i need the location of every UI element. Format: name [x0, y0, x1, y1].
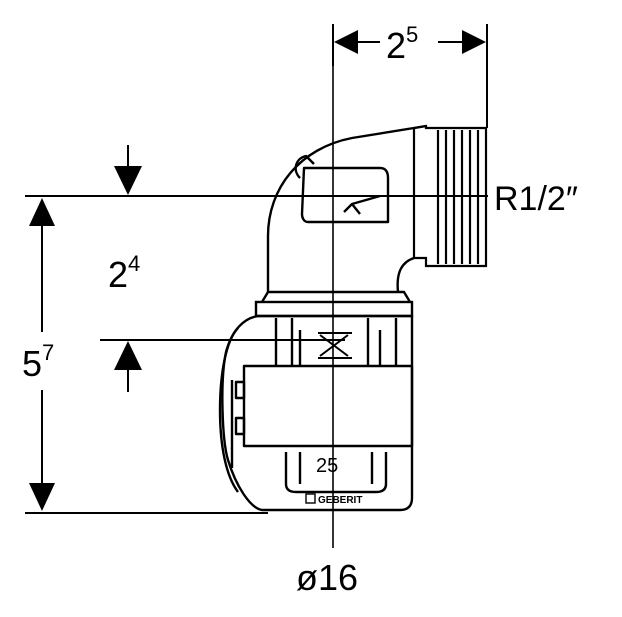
dim-top-width: 25 [386, 22, 418, 66]
press-sleeve-band [242, 364, 414, 448]
size-marking: 25 [316, 455, 338, 477]
arrow-top-dim-left [334, 30, 358, 54]
brand-label: GEBERIT [318, 495, 362, 506]
brand-logo-square [305, 493, 316, 504]
press-body-outline [221, 314, 414, 512]
dim-upper-height: 24 [108, 251, 140, 295]
arrow-upper-dim-bottom [114, 341, 142, 370]
elbow-inner-contour [396, 256, 415, 293]
press-tab-upper [234, 380, 246, 400]
arrow-total-dim-top [29, 198, 55, 226]
elbow-window-detail [343, 194, 381, 215]
press-shoulder [254, 290, 414, 318]
press-body [218, 314, 414, 512]
press-tab-lower [234, 416, 246, 436]
elbow-lug [294, 154, 315, 179]
thread-outline [412, 124, 488, 268]
brand-mark: GEBERIT [305, 493, 362, 506]
thread-label: R1/2″ [494, 180, 578, 218]
center-lines [332, 66, 488, 548]
arrow-total-dim-bottom [29, 483, 55, 511]
arrow-upper-dim-top [114, 166, 142, 195]
elbow-body [266, 124, 427, 293]
dim-total-height: 57 [22, 340, 54, 384]
dimension-arrows [29, 30, 486, 511]
insertion-mark-icon [318, 332, 352, 359]
thread-outlet [412, 124, 488, 268]
arrow-top-dim-right [462, 30, 486, 54]
shoulder-step [260, 290, 412, 303]
press-lower-window [284, 452, 388, 494]
dimension-lines [25, 24, 488, 514]
press-lower-ribs [298, 452, 374, 484]
pipe-diameter-label: ø16 [296, 557, 358, 598]
press-upper-ribs [274, 318, 398, 366]
elbow-window [300, 166, 390, 224]
press-side-clip [218, 327, 239, 493]
elbow-outer-contour [266, 124, 427, 292]
shoulder-band [254, 300, 414, 318]
